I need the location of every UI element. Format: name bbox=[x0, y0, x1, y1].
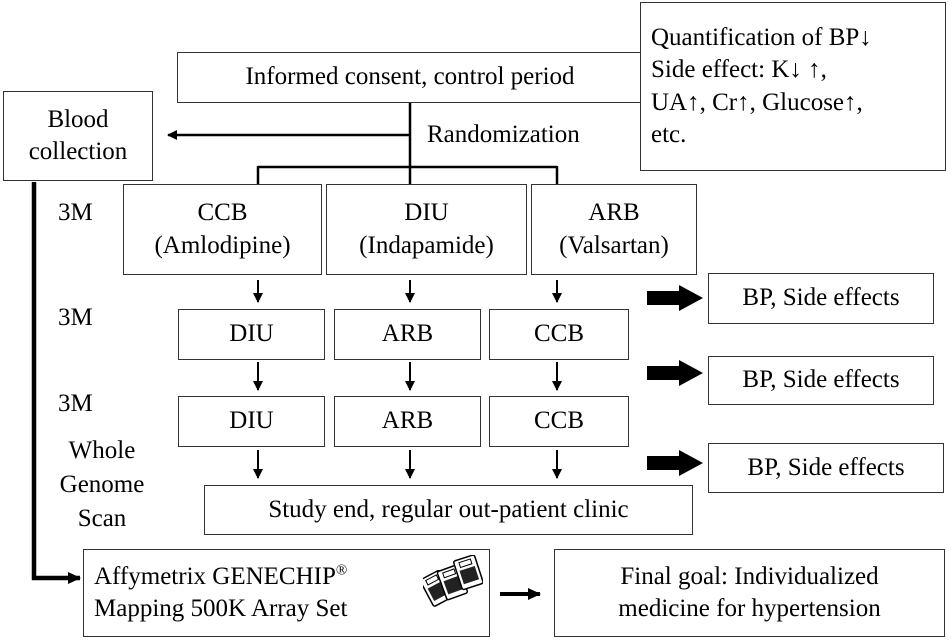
final-goal-line1: Final goal: Individualized bbox=[620, 562, 879, 590]
consent-box: Informed consent, control period bbox=[177, 52, 643, 103]
evaluation-arrow-3 bbox=[647, 450, 703, 476]
outcomes-line4: etc. bbox=[651, 121, 687, 148]
study-end-box: Study end, regular out-patient clinic bbox=[204, 485, 693, 535]
phase3-box-2: ARB bbox=[334, 396, 481, 447]
study-end-text: Study end, regular out-patient clinic bbox=[268, 495, 629, 523]
blood-collection-box: Blood collection bbox=[3, 91, 153, 181]
blood-collection-line2: collection bbox=[28, 138, 128, 165]
affymetrix-name: Affymetrix GENECHIP bbox=[94, 562, 336, 590]
phase1-box-arb: ARB (Valsartan) bbox=[531, 184, 697, 275]
phase2-box-2: ARB bbox=[334, 309, 481, 360]
evaluation-box-2: BP, Side effects bbox=[708, 356, 934, 405]
whole-genome-line3: Scan bbox=[77, 505, 127, 532]
affymetrix-line1: Affymetrix GENECHIP® bbox=[94, 561, 347, 594]
phase1-diu-name: DIU bbox=[404, 199, 449, 226]
outcomes-box: Quantification of BP↓ Side effect: K↓ ↑,… bbox=[640, 2, 946, 171]
phase2-label-3: CCB bbox=[533, 320, 585, 348]
final-goal-box: Final goal: Individualized medicine for … bbox=[554, 549, 945, 637]
affymetrix-box: Affymetrix GENECHIP® Mapping 500K Array … bbox=[83, 549, 490, 637]
registered-mark: ® bbox=[335, 562, 348, 579]
phase3-label-2: ARB bbox=[381, 407, 434, 435]
evaluation-box-1: BP, Side effects bbox=[708, 273, 934, 324]
blood-collection-line1: Blood bbox=[47, 105, 109, 133]
outcomes-line1: Quantification of BP↓ bbox=[651, 23, 872, 51]
phase1-arb-name: ARB bbox=[588, 199, 640, 226]
phase3-label-3: CCB bbox=[533, 407, 585, 435]
whole-genome-line1: Whole bbox=[68, 437, 136, 464]
phase2-label-1: DIU bbox=[229, 320, 274, 348]
whole-genome-line2: Genome bbox=[59, 471, 145, 498]
evaluation-text-2: BP, Side effects bbox=[742, 366, 900, 394]
outcomes-line3: UA↑, Cr↑, Glucose↑, bbox=[651, 88, 863, 116]
phase2-box-3: CCB bbox=[489, 309, 629, 360]
phase1-ccb-drug: (Amlodipine) bbox=[154, 231, 291, 259]
blood-to-affymetrix-arrow bbox=[31, 182, 81, 584]
outcomes-line2: Side effect: K↓ ↑, bbox=[651, 56, 827, 83]
consent-text: Informed consent, control period bbox=[245, 63, 575, 91]
affymetrix-line2: Mapping 500K Array Set bbox=[94, 595, 348, 622]
phase1-diu-drug: (Indapamide) bbox=[359, 231, 494, 259]
randomization-label: Randomization bbox=[427, 121, 580, 148]
evaluation-text-1: BP, Side effects bbox=[742, 284, 900, 312]
phase1-box-diu: DIU (Indapamide) bbox=[326, 184, 527, 275]
evaluation-box-3: BP, Side effects bbox=[708, 443, 944, 493]
phase2-label-2: ARB bbox=[381, 320, 434, 348]
genechip-icon bbox=[423, 555, 483, 607]
phase3-label-1: DIU bbox=[229, 407, 274, 435]
final-goal-line2: medicine for hypertension bbox=[618, 595, 881, 622]
phase3-box-1: DIU bbox=[178, 396, 325, 447]
period-label-3: 3M bbox=[58, 390, 93, 417]
period-label-2: 3M bbox=[58, 304, 93, 331]
evaluation-text-3: BP, Side effects bbox=[747, 453, 905, 481]
period-label-1: 3M bbox=[58, 199, 93, 226]
evaluation-arrow-2 bbox=[647, 360, 703, 386]
phase1-box-ccb: CCB (Amlodipine) bbox=[123, 184, 322, 275]
phase2-box-1: DIU bbox=[178, 309, 325, 360]
phase1-arb-drug: (Valsartan) bbox=[559, 231, 669, 259]
phase3-box-3: CCB bbox=[489, 396, 629, 447]
phase1-ccb-name: CCB bbox=[197, 199, 248, 226]
whole-genome-label: Whole Genome Scan bbox=[52, 434, 152, 536]
evaluation-arrow-1 bbox=[647, 285, 703, 311]
